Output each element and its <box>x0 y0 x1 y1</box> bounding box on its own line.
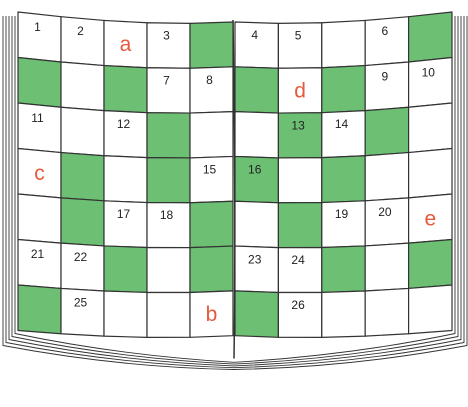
white-cell <box>278 158 321 203</box>
cell-number: 25 <box>74 295 88 309</box>
cell-number: 11 <box>31 111 44 125</box>
cell-number: 23 <box>248 252 262 266</box>
cell-number: 3 <box>163 29 170 43</box>
green-cell <box>235 291 278 337</box>
green-cell <box>322 156 365 203</box>
cell-number: 13 <box>291 118 305 132</box>
cell-number: 1 <box>34 20 41 34</box>
green-cell <box>61 198 104 246</box>
cell-number: 18 <box>160 208 174 222</box>
green-cell <box>409 12 452 62</box>
white-cell <box>190 112 233 158</box>
white-cell <box>409 149 452 198</box>
cell-number: 4 <box>251 28 258 42</box>
green-cell <box>409 240 452 289</box>
green-cell <box>322 66 365 113</box>
white-cell <box>61 107 104 155</box>
cell-number: 15 <box>203 163 217 177</box>
left-page-grid <box>18 12 233 337</box>
cell-number: 9 <box>382 69 389 83</box>
green-cell <box>235 67 278 113</box>
white-cell <box>409 103 452 153</box>
cell-number: 14 <box>335 117 349 131</box>
cell-number: 10 <box>422 65 436 79</box>
white-cell <box>104 156 147 203</box>
cell-number: 5 <box>295 29 302 43</box>
white-cell <box>61 62 104 111</box>
right-page-grid <box>235 12 452 337</box>
green-cell <box>278 203 321 248</box>
green-cell <box>365 107 408 155</box>
white-cell <box>322 20 365 67</box>
white-cell <box>365 288 408 336</box>
cell-number: 16 <box>248 163 262 177</box>
green-cell <box>322 246 365 293</box>
cell-number: 7 <box>163 73 170 87</box>
cell-letter: c <box>34 162 45 185</box>
white-cell <box>235 201 278 247</box>
cell-number: 22 <box>74 250 88 264</box>
white-cell <box>409 285 452 334</box>
white-cell <box>147 292 190 337</box>
green-cell <box>104 66 147 113</box>
cell-letter: a <box>120 33 132 56</box>
white-cell <box>365 153 408 201</box>
white-cell <box>322 291 365 337</box>
green-cell <box>147 113 190 158</box>
green-cell <box>190 22 233 68</box>
white-cell <box>365 243 408 291</box>
cell-number: 8 <box>206 73 213 87</box>
green-cell <box>147 158 190 203</box>
cell-letter: e <box>424 208 436 231</box>
cell-number: 20 <box>378 205 392 219</box>
cell-number: 2 <box>77 24 84 38</box>
cell-number: 24 <box>291 253 305 267</box>
cell-number: 6 <box>382 24 389 38</box>
green-cell <box>104 246 147 293</box>
white-cell <box>147 248 190 293</box>
cell-letter: d <box>294 79 306 102</box>
green-cell <box>18 58 61 108</box>
green-cell <box>190 201 233 247</box>
green-cell <box>190 246 233 292</box>
cell-number: 17 <box>117 207 131 221</box>
green-cell <box>61 153 104 201</box>
cell-number: 21 <box>31 247 45 261</box>
white-cell <box>18 194 61 243</box>
cell-number: 26 <box>291 298 305 312</box>
cell-number: 12 <box>117 117 131 131</box>
green-cell <box>18 285 61 334</box>
white-cell <box>235 112 278 158</box>
cell-letter: b <box>206 303 218 326</box>
white-cell <box>104 291 147 337</box>
cell-number: 19 <box>335 207 349 221</box>
